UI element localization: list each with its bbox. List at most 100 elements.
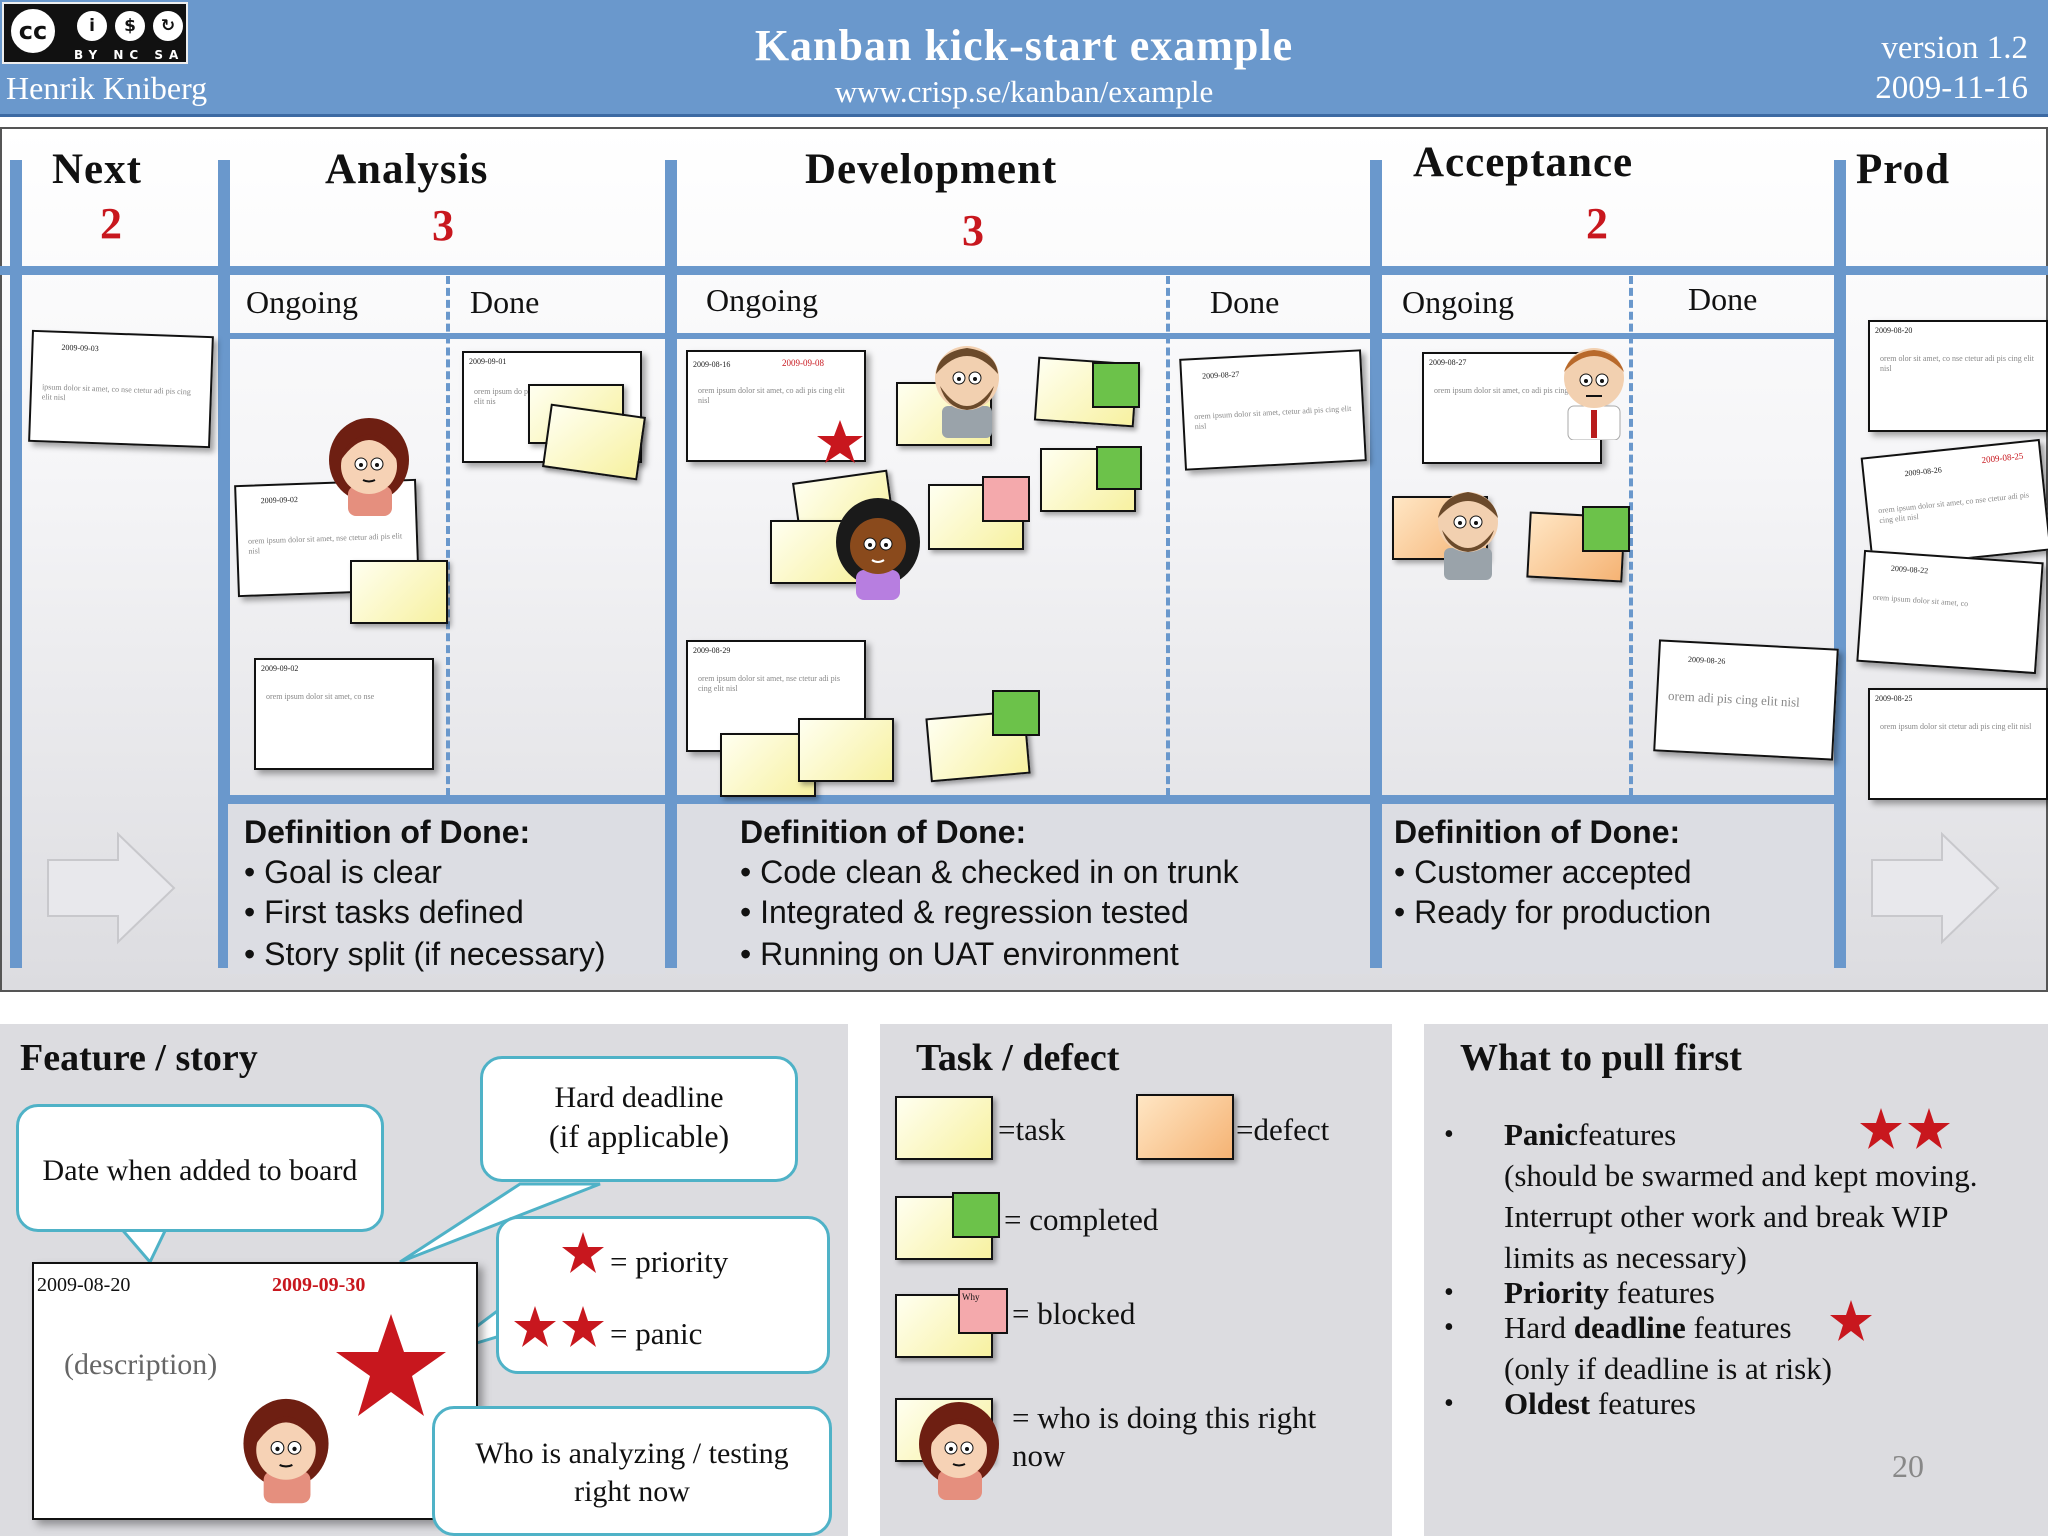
license-subtitle: BY NC SA xyxy=(74,48,185,62)
dod-development-box: Definition of Done: • Code clean & check… xyxy=(677,804,1370,974)
callout-text: (if applicable) xyxy=(548,1118,730,1154)
story-card[interactable]: 2009-09-03 ipsum dolor sit amet, co nse … xyxy=(28,329,214,449)
card-description: orem ipsum dolor sit amet, co adi pis ci… xyxy=(1434,386,1582,395)
story-card[interactable]: 2009-08-25 orem ipsum dolor sit ctetur a… xyxy=(1868,688,2048,800)
by-icon: i xyxy=(74,8,110,44)
column-divider xyxy=(665,160,677,968)
creative-commons-logo: cc i $ ↻ BY NC SA xyxy=(2,2,188,64)
pull-item-priority: • Priority features xyxy=(1444,1275,1715,1310)
completed-marker xyxy=(1096,446,1142,490)
card-date: 2009-08-16 xyxy=(693,360,731,369)
wip-limit-analysis: 3 xyxy=(432,201,454,250)
panic-stars-icon xyxy=(1860,1108,1950,1149)
pull-item-deadline: • Hard deadline features xyxy=(1444,1310,1792,1345)
slide-title: Kanban kick-start example xyxy=(754,21,1294,70)
ongoing-done-separator xyxy=(1166,276,1170,796)
priority-star-icon xyxy=(562,1232,604,1273)
completed-marker xyxy=(952,1192,1000,1238)
column-title-prod: Prod xyxy=(1856,146,1950,193)
callout-text: Date when added to board xyxy=(42,1154,358,1187)
priority-label: = priority xyxy=(610,1244,729,1279)
subcolumn-development-ongoing: Ongoing xyxy=(706,282,818,318)
card-description: ipsum dolor sit amet, co nse ctetur adi … xyxy=(41,382,191,403)
card-deadline: 2009-08-25 xyxy=(1981,450,2024,466)
card-deadline: 2009-09-08 xyxy=(782,358,824,368)
card-date: 2009-08-26 xyxy=(1687,654,1726,666)
who-label-line1: = who is doing this right xyxy=(1012,1400,1317,1435)
card-date: 2009-08-25 xyxy=(1875,694,1913,703)
card-date: 2009-08-26 xyxy=(1904,465,1943,479)
callout-hard-deadline: Hard deadline (if applicable) xyxy=(480,1056,798,1182)
dod-item: • Running on UAT environment xyxy=(740,936,1179,972)
card-description: orem ipsum dolor sit amet, nse ctetur ad… xyxy=(698,674,840,693)
pull-item-note: (should be swarmed and kept moving. xyxy=(1504,1158,1978,1193)
completed-marker xyxy=(1092,362,1140,408)
blocked-marker xyxy=(982,476,1030,522)
wip-limit-next: 2 xyxy=(100,199,122,248)
pull-item-oldest: • Oldest features xyxy=(1444,1386,1696,1421)
avatar-bearded-man xyxy=(935,346,999,438)
card-date: 2009-08-27 xyxy=(1429,358,1467,367)
card-date: 2009-08-27 xyxy=(1201,369,1240,381)
defect-label: =defect xyxy=(1236,1112,1330,1147)
card-date: 2009-08-22 xyxy=(1890,563,1929,576)
nc-icon: $ xyxy=(112,8,148,44)
ongoing-done-separator xyxy=(1629,276,1633,796)
page-number: 20 xyxy=(1892,1448,1924,1484)
completed-marker xyxy=(992,690,1040,736)
task-sticky[interactable] xyxy=(542,403,646,481)
subheader-divider xyxy=(228,333,1834,339)
panic-label: = panic xyxy=(610,1316,703,1351)
pull-first-panel xyxy=(1424,1024,2048,1536)
flow-arrow-icon xyxy=(47,831,176,945)
story-card[interactable]: 2009-09-02 orem ipsum dolor sit amet, co… xyxy=(254,658,434,770)
callout-who-analyzing: Who is analyzing / testing right now xyxy=(432,1406,832,1536)
version: version 1.2 xyxy=(1881,30,2028,66)
card-description: orem olor sit amet, co nse ctetur adi pi… xyxy=(1880,354,2034,373)
dod-item: • Customer accepted xyxy=(1394,854,1692,890)
slide-url: www.crisp.se/kanban/example xyxy=(834,74,1214,109)
card-description: (description) xyxy=(64,1348,218,1381)
pull-item-note: (only if deadline is at risk) xyxy=(1504,1351,1832,1386)
priority-star-icon xyxy=(817,420,863,463)
priority-star-icon xyxy=(336,1314,446,1416)
story-card[interactable]: 2009-08-26 orem adi pis cing elit nisl xyxy=(1653,639,1839,761)
callout-text: right now xyxy=(574,1475,690,1508)
card-deadline: 2009-09-30 xyxy=(272,1274,366,1296)
feature-panel-title: Feature / story xyxy=(20,1037,258,1079)
panic-stars-icon xyxy=(514,1306,604,1347)
story-card[interactable]: 2009-08-27 orem ipsum dolor sit amet, ct… xyxy=(1179,349,1367,471)
dod-title: Definition of Done: xyxy=(244,814,531,850)
dod-item: • Code clean & checked in on trunk xyxy=(740,854,1239,890)
story-card[interactable]: 2009-08-26 2009-08-25 orem ipsum dolor s… xyxy=(1860,438,2048,570)
blocked-note: Why xyxy=(962,1292,980,1302)
card-description: orem ipsum dolor sit ctetur adi pis cing… xyxy=(1880,722,2032,731)
subcolumn-acceptance-done: Done xyxy=(1688,281,1758,317)
slide-date: 2009-11-16 xyxy=(1875,70,2028,106)
blocked-label: = blocked xyxy=(1012,1296,1136,1331)
dod-item: • Story split (if necessary) xyxy=(244,936,606,972)
dod-divider xyxy=(228,795,1834,804)
avatar-woman xyxy=(329,418,409,516)
task-sticky[interactable] xyxy=(350,560,448,624)
header-row-divider xyxy=(0,266,2048,275)
story-card[interactable]: 2009-08-22 orem ipsum dolor sit amet, co xyxy=(1856,549,2044,675)
card-date: 2009-08-20 xyxy=(37,1274,131,1296)
card-description: orem ipsum dolor sit amet, co nse xyxy=(266,692,375,701)
dod-item: • Integrated & regression tested xyxy=(740,894,1189,930)
story-card[interactable]: 2009-08-20 orem olor sit amet, co nse ct… xyxy=(1868,320,2048,432)
ongoing-done-separator xyxy=(446,276,450,796)
card-description: orem adi pis cing elit nisl xyxy=(1667,687,1801,710)
task-sticky[interactable] xyxy=(798,718,894,782)
card-date: 2009-08-20 xyxy=(1875,326,1913,335)
dod-analysis-box: Definition of Done: • Goal is clear • Fi… xyxy=(228,804,665,974)
callout-priority-panic xyxy=(496,1216,830,1374)
column-divider xyxy=(1834,160,1846,968)
priority-star-icon xyxy=(1830,1300,1872,1341)
card-date: 2009-09-02 xyxy=(260,494,299,506)
task-sticky-legend xyxy=(895,1096,993,1160)
avatar-tie-man xyxy=(1564,348,1624,440)
pull-panel-title: What to pull first xyxy=(1460,1037,1742,1079)
column-title-next: Next xyxy=(52,146,142,193)
avatar-woman xyxy=(919,1402,999,1500)
